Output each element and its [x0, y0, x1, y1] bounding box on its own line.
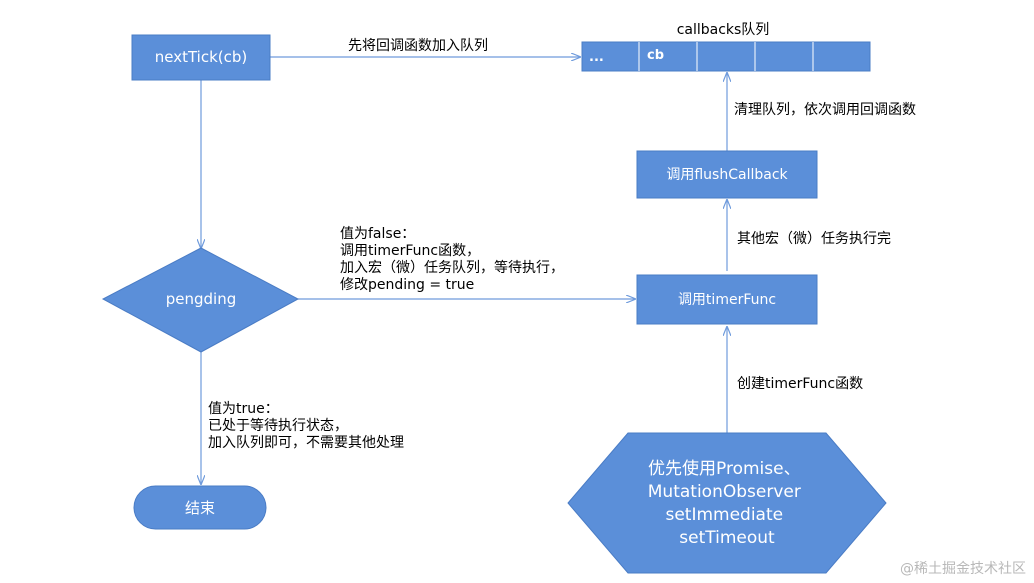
node-end: 结束 — [133, 485, 267, 530]
queue-cell-0: ... — [589, 50, 604, 65]
node-nexttick-label: nextTick(cb) — [155, 48, 248, 66]
label-true-line-2: 已处于等待执行状态， — [208, 417, 348, 434]
label-false-line-3: 加入宏（微）任务队列，等待执行， — [340, 259, 564, 276]
watermark: @稀土掘金技术社区 — [900, 561, 1026, 577]
label-true-branch: 值为true： 已处于等待执行状态， 加入队列即可，不需要其他处理 — [208, 401, 404, 451]
label-tasks-done: 其他宏（微）任务执行完 — [737, 231, 891, 247]
callbacks-queue: ... cb — [581, 41, 871, 72]
node-timerfunc-label: 调用timerFunc — [678, 292, 776, 308]
label-true-line-3: 加入队列即可，不需要其他处理 — [208, 435, 404, 451]
node-timerfunc: 调用timerFunc — [636, 274, 818, 325]
node-priority-line-1: 优先使用Promise、 — [648, 458, 801, 479]
node-priority: 优先使用Promise、 MutationObserver setImmedia… — [567, 432, 887, 574]
label-false-branch: 值为false： 调用timerFunc函数， 加入宏（微）任务队列，等待执行，… — [340, 226, 568, 293]
node-end-label: 结束 — [185, 499, 215, 517]
label-create-timer: 创建timerFunc函数 — [737, 376, 863, 392]
node-pengding-label: pengding — [166, 290, 237, 308]
node-priority-line-4: setTimeout — [679, 528, 775, 548]
queue-cell-1: cb — [647, 48, 664, 63]
node-priority-label: 优先使用Promise、 MutationObserver setImmedia… — [648, 458, 806, 548]
node-pengding: pengding — [101, 247, 300, 353]
label-push-to-queue: 先将回调函数加入队列 — [348, 38, 488, 54]
node-priority-line-2: MutationObserver — [648, 482, 801, 502]
node-priority-line-3: setImmediate — [665, 505, 783, 525]
node-nexttick: nextTick(cb) — [131, 34, 271, 81]
label-false-line-4: 修改pending = true — [340, 277, 474, 293]
node-flush-label: 调用flushCallback — [666, 167, 788, 183]
label-clear-queue: 清理队列，依次调用回调函数 — [734, 102, 916, 118]
label-false-line-2: 调用timerFunc函数， — [340, 243, 480, 259]
label-true-line-1: 值为true： — [208, 401, 279, 417]
queue-title: callbacks队列 — [677, 22, 770, 38]
node-flush: 调用flushCallback — [636, 150, 818, 199]
label-false-line-1: 值为false： — [340, 226, 415, 242]
